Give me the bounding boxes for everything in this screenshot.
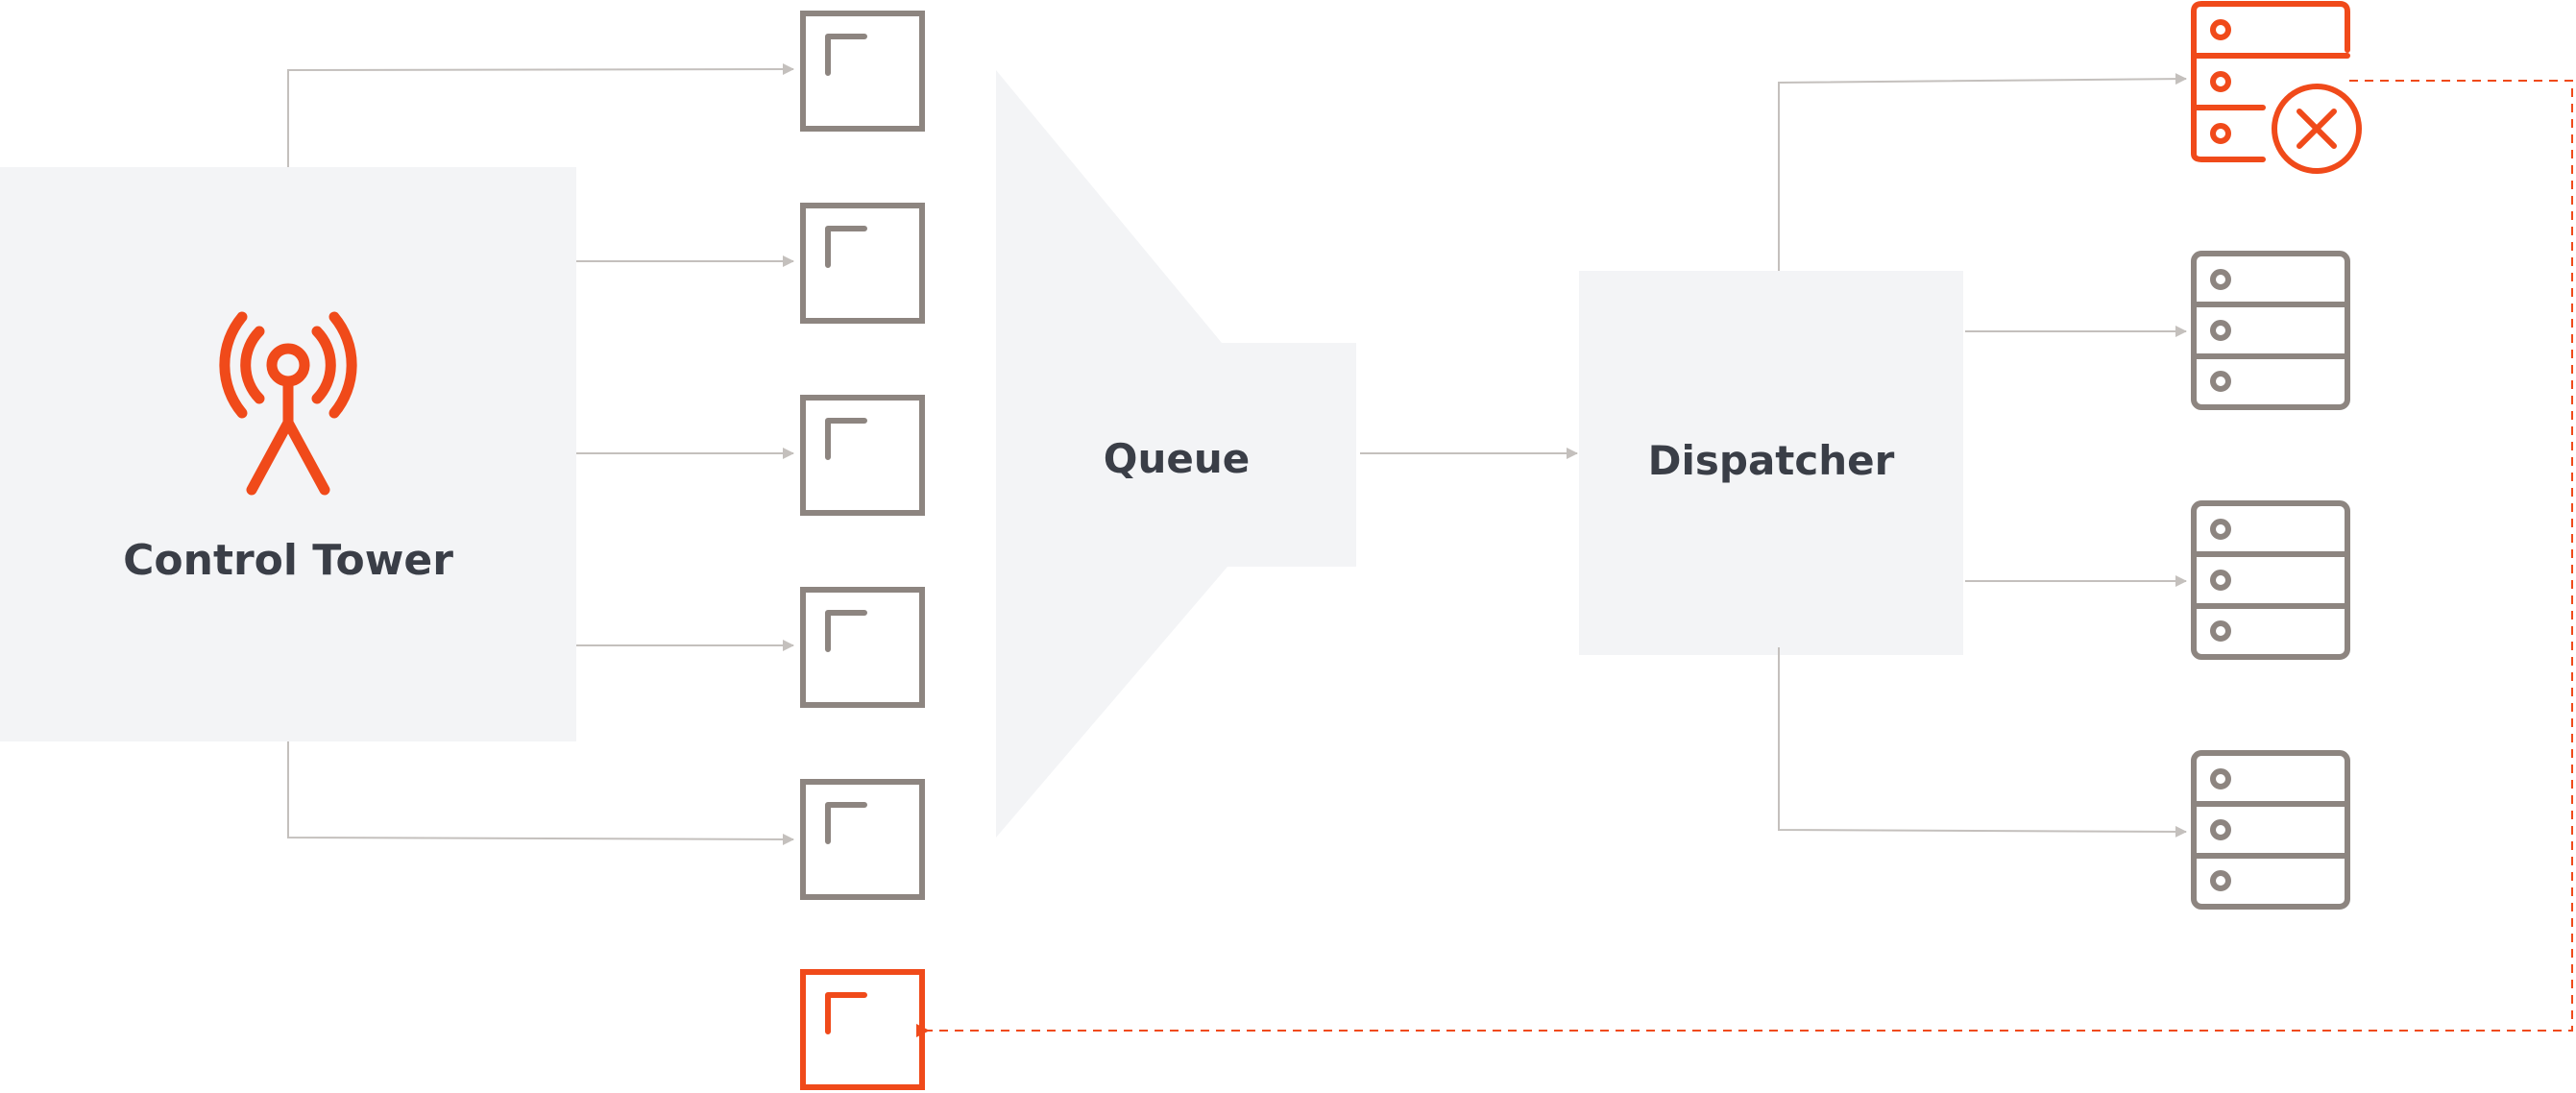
dispatcher-to-server-connectors xyxy=(1778,73,2187,838)
server xyxy=(2191,500,2350,660)
queue-funnel xyxy=(996,70,1356,838)
server-rack-icon xyxy=(2191,251,2350,410)
connector-tower-task-5 xyxy=(287,741,794,845)
radio-tower-icon xyxy=(219,311,357,496)
task-box-icon xyxy=(800,11,925,132)
task-corner-mark xyxy=(825,610,867,652)
task-corner-mark xyxy=(825,802,867,844)
connector-tower-task-1 xyxy=(287,63,794,167)
server-rack-icon xyxy=(2191,500,2350,660)
dispatcher-panel xyxy=(1579,271,1963,655)
task-corner-mark xyxy=(825,34,867,76)
connector-dispatcher-server-1 xyxy=(1778,73,2187,271)
task-corner-mark xyxy=(825,418,867,460)
server-rack-icon xyxy=(2191,1,2350,162)
task-box-icon xyxy=(800,969,925,1090)
task-corner-mark xyxy=(825,992,867,1034)
control-tower-panel xyxy=(0,167,576,741)
connector-dispatcher-server-4 xyxy=(1778,647,2187,838)
task-box xyxy=(800,779,925,900)
x-circle-icon xyxy=(2272,84,2362,174)
dispatcher-label: Dispatcher xyxy=(1648,437,1895,484)
failed-server xyxy=(2191,1,2362,174)
server xyxy=(2191,251,2350,410)
failed-task-box xyxy=(800,969,925,1090)
task-box xyxy=(800,587,925,708)
task-box xyxy=(800,203,925,324)
tower-to-task-connectors xyxy=(287,63,794,845)
task-box-icon xyxy=(800,203,925,324)
task-box-icon xyxy=(800,395,925,516)
control-tower-label: Control Tower xyxy=(123,536,453,585)
retry-connector xyxy=(916,80,2573,1037)
queue-label: Queue xyxy=(1104,435,1250,482)
task-box xyxy=(800,395,925,516)
server xyxy=(2191,750,2350,910)
task-box-icon xyxy=(800,779,925,900)
task-box-icon xyxy=(800,587,925,708)
task-box xyxy=(800,11,925,132)
server-rack-icon xyxy=(2191,750,2350,910)
task-corner-mark xyxy=(825,226,867,268)
